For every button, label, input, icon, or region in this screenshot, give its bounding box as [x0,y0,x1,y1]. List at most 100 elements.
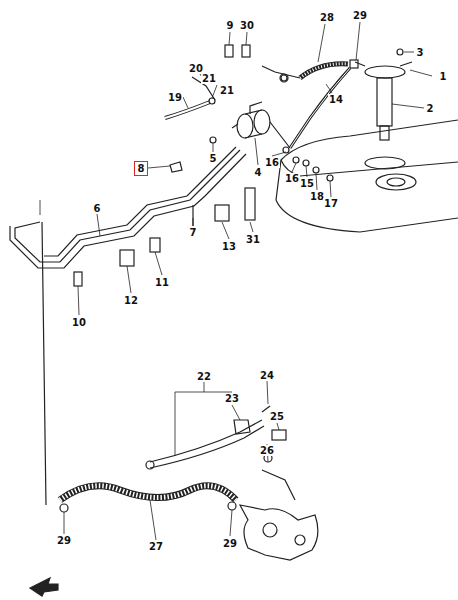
leader-line [392,104,424,108]
callout-number: 30 [239,20,255,31]
leader-line [212,85,217,98]
fuel-filter [254,110,270,134]
bracket [262,470,295,500]
front-arrow [30,578,58,596]
leader-line [213,143,214,152]
bolt [293,157,299,163]
bolt [210,137,216,143]
leader-line [292,163,296,172]
callout-number: 25 [269,411,285,422]
callout-number: 14 [328,94,344,105]
pipe-clamp [74,272,82,286]
fuel-pipe [10,154,246,268]
pipe-clamp [120,250,134,266]
callout-number: 11 [154,277,170,288]
clamp [280,74,288,82]
leader-line [272,152,286,156]
filler-opening [376,174,416,190]
filter-pipe [250,102,290,148]
hose-clamp [350,60,358,68]
callout-number: 6 [93,203,102,214]
callout-number: 12 [123,295,139,306]
fuel-tank [276,200,458,232]
hose-clamp [60,504,68,512]
leader-line [318,24,325,62]
leader-line [150,500,156,540]
callout-number: 13 [221,241,237,252]
fuel-tank [276,120,458,200]
leader-line [64,512,65,534]
bracket [234,420,250,434]
callout-number: 28 [319,12,335,23]
fuel-hose [300,64,348,78]
leader-line [204,382,205,392]
fuel-pipe [42,222,46,505]
callout-number: 8 [138,163,145,174]
leader-line [306,166,307,177]
hose-clamp [228,502,236,510]
pipe-clip [225,45,233,57]
callout-number: 16 [264,157,280,168]
callout-number: 22 [196,371,212,382]
leader-line [316,173,317,190]
leader-line [229,32,230,45]
callout-number: 23 [224,393,240,404]
callout-number: 31 [245,234,261,245]
fuel-pipe [15,150,240,262]
callout-number: 17 [323,198,339,209]
leader-line [230,510,232,536]
callout-number: 10 [71,317,87,328]
fuel-pump [380,126,389,140]
callout-number: 3 [416,47,425,58]
breather-hose [165,102,210,118]
leader-line [277,423,279,430]
leader-line [356,22,360,60]
leader-line [175,392,176,456]
clip [272,430,286,440]
pipe-clamp [245,188,255,220]
callout-number: 9 [226,20,235,31]
callout-number: 16 [284,173,300,184]
bolt [313,167,319,173]
callout-number: 4 [254,167,263,178]
leader-line [410,70,432,76]
callout-number: 21 [219,85,235,96]
callout-number: 2 [426,103,435,114]
carburetor [263,523,277,537]
fuel-tank [281,160,458,176]
fuel-filter [237,114,253,138]
leader-line [78,286,79,315]
fuel-pump [377,78,392,126]
pump-outlet [355,62,412,66]
pump-opening [365,157,405,169]
callout-number: 19 [167,92,183,103]
callout-number: 27 [148,541,164,552]
callout-number: 29 [56,535,72,546]
leader-line [250,222,253,232]
filter-bracket [232,124,238,128]
hose-clamp [146,461,154,469]
leader-line [148,166,170,168]
pump-flange [365,66,405,78]
leader-line [40,200,41,215]
fuel-hose [60,486,236,500]
fuel-pipe [192,205,193,226]
leader-line [183,97,188,108]
leader-line [246,32,247,45]
return-hose [150,420,262,462]
screw [397,49,403,55]
fuel-pipe [290,68,350,148]
leader-line [326,84,332,93]
fuel-hose [60,486,236,500]
callout-number: 21 [201,73,217,84]
pipe-clip [242,45,250,57]
leader-line [193,218,194,226]
callout-number: 29 [222,538,238,549]
grommet [170,162,182,172]
leader-line [255,138,258,165]
callout-number: 29 [352,10,368,21]
carburetor [240,505,318,560]
callout-number: 5 [209,153,218,164]
leader-line [155,252,162,275]
leader-line [232,405,240,420]
